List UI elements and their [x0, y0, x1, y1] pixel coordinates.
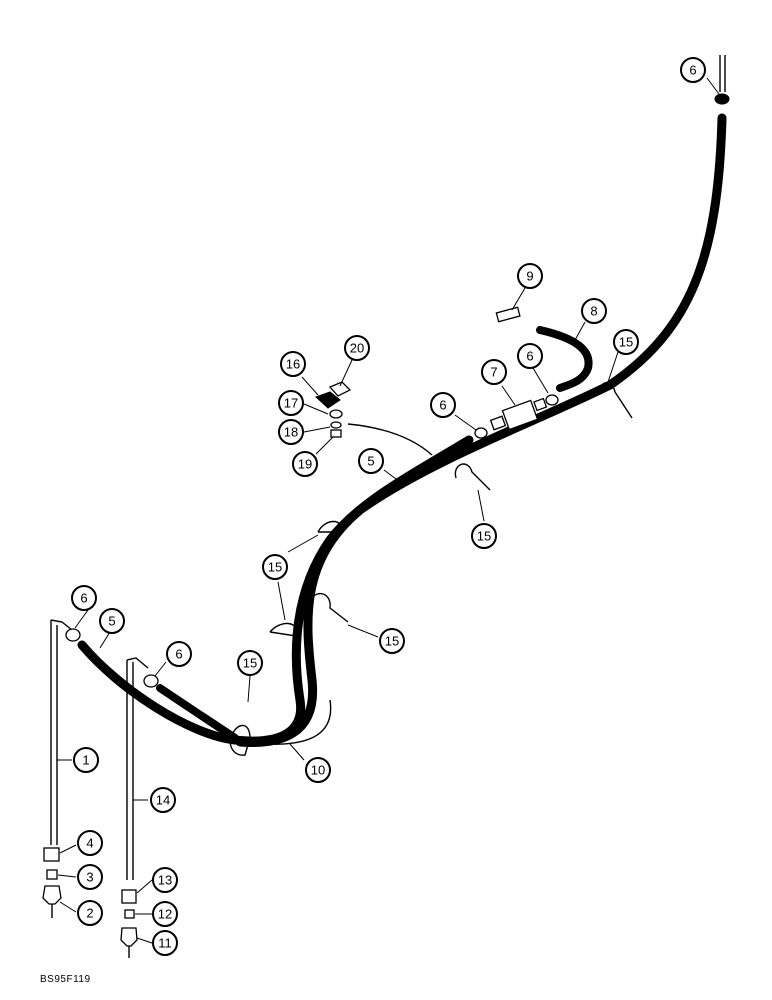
hose-8: [536, 326, 593, 392]
clamp-15-a: [597, 381, 633, 419]
callout-2: 2: [77, 900, 103, 926]
washer-17: [329, 409, 343, 419]
svg-text:17: 17: [284, 396, 298, 411]
callout-10: 10: [305, 757, 331, 783]
svg-text:10: 10: [311, 763, 325, 778]
clamp-16: [315, 391, 341, 409]
svg-text:15: 15: [268, 560, 282, 575]
callout-9: 9: [517, 263, 543, 289]
clamp-15-d: [269, 622, 298, 637]
clamp-15-f: [229, 724, 251, 756]
callout-6-top: 6: [680, 57, 706, 83]
figure-reference-code: BS95F119: [40, 974, 91, 985]
svg-text:20: 20: [350, 341, 364, 356]
fitting-9: [495, 306, 521, 323]
fitting-6-filter-right: [545, 394, 559, 406]
callout-15-d: 15: [379, 628, 405, 654]
svg-text:15: 15: [619, 335, 633, 350]
washer-18: [330, 421, 342, 429]
svg-text:15: 15: [477, 529, 491, 544]
callout-15-a: 15: [613, 329, 639, 355]
adapter-2: [42, 885, 62, 905]
clamp-15-c: [317, 520, 342, 533]
callout-6-e: 6: [166, 641, 192, 667]
callout-5-a: 5: [358, 448, 384, 474]
callout-1: 1: [73, 747, 99, 773]
callout-15-c: 15: [262, 554, 288, 580]
svg-text:11: 11: [158, 936, 172, 951]
callout-4: 4: [77, 830, 103, 856]
clamp-20: [328, 381, 352, 397]
wire-thin: [347, 423, 433, 456]
sleeve-3: [46, 869, 58, 880]
callout-5-b: 5: [99, 608, 125, 634]
filter-7: [501, 399, 539, 431]
filter-7-end-b: [533, 397, 548, 412]
svg-text:13: 13: [158, 873, 172, 888]
svg-text:16: 16: [286, 357, 300, 372]
nut-13: [121, 889, 137, 904]
callout-11: 11: [152, 930, 178, 956]
svg-text:2: 2: [86, 906, 93, 921]
fitting-6-top: [714, 93, 730, 105]
callout-14: 14: [150, 787, 176, 813]
callout-6-b: 6: [517, 343, 543, 369]
adapter-11: [120, 927, 138, 947]
hose-5-upper: [77, 435, 474, 746]
svg-text:7: 7: [490, 365, 497, 380]
svg-text:6: 6: [175, 647, 182, 662]
svg-text:15: 15: [243, 656, 257, 671]
clamp-15-e: [309, 592, 349, 623]
callout-6-c: 6: [430, 392, 456, 418]
filter-7-end-a: [489, 415, 507, 431]
leader-lines: [57, 77, 720, 944]
callout-18: 18: [278, 419, 304, 445]
svg-text:1: 1: [82, 753, 89, 768]
svg-text:6: 6: [526, 349, 533, 364]
fitting-6-left: [65, 628, 81, 642]
svg-text:6: 6: [689, 63, 696, 78]
svg-text:8: 8: [590, 304, 597, 319]
callout-3: 3: [77, 864, 103, 890]
svg-text:12: 12: [158, 907, 172, 922]
pipe-14: [126, 657, 149, 880]
svg-text:14: 14: [156, 793, 170, 808]
callout-6-d: 6: [71, 585, 97, 611]
callout-8: 8: [581, 298, 607, 324]
svg-text:5: 5: [367, 454, 374, 469]
svg-text:6: 6: [80, 591, 87, 606]
clamp-15-b: [454, 463, 491, 491]
svg-text:18: 18: [284, 425, 298, 440]
callout-7: 7: [481, 359, 507, 385]
svg-text:9: 9: [526, 269, 533, 284]
callout-16: 16: [280, 351, 306, 377]
callout-12: 12: [152, 901, 178, 927]
nut-4: [43, 847, 60, 862]
fitting-6-filter-left: [474, 427, 488, 439]
svg-text:19: 19: [298, 457, 312, 472]
svg-text:3: 3: [86, 870, 93, 885]
hose-10-loop: [259, 699, 332, 746]
pipe-1: [50, 619, 73, 845]
sleeve-12: [124, 909, 135, 919]
callout-13: 13: [152, 867, 178, 893]
fitting-6-mid-left: [143, 674, 159, 688]
callout-15-e: 15: [237, 650, 263, 676]
svg-text:5: 5: [108, 614, 115, 629]
svg-text:6: 6: [439, 398, 446, 413]
callout-19: 19: [292, 451, 318, 477]
callout-15-b: 15: [471, 523, 497, 549]
hose-short-left: [156, 684, 239, 742]
svg-text:15: 15: [385, 634, 399, 649]
callout-17: 17: [278, 390, 304, 416]
svg-text:4: 4: [86, 836, 93, 851]
nut-19: [330, 429, 342, 438]
callout-20: 20: [344, 335, 370, 361]
